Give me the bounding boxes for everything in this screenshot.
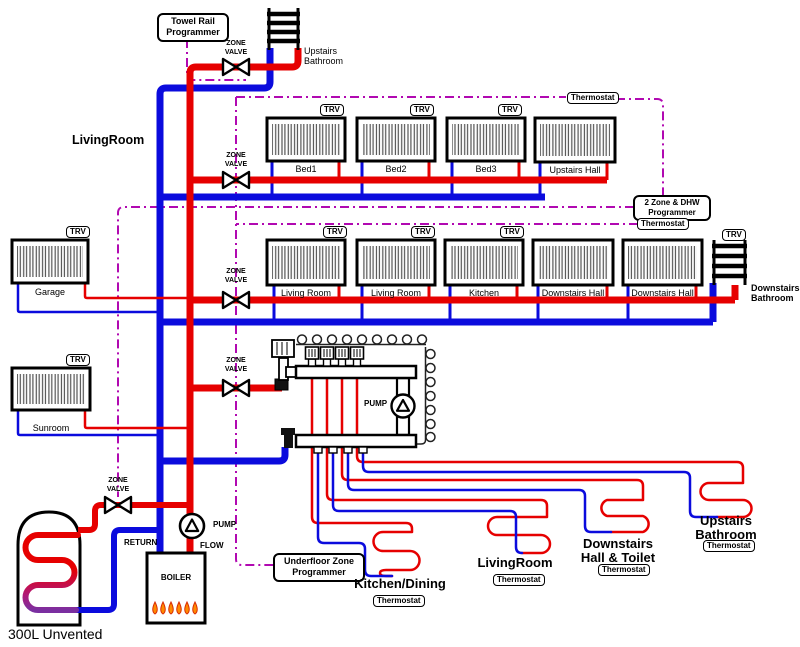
radiator-label-downstairs-hall-2: Downstairs Hall <box>631 288 694 298</box>
label-primary-pump: PUMP <box>213 520 237 529</box>
underfloor-loop-livingroom <box>325 376 552 555</box>
radiator-label-kitchen: Kitchen <box>468 288 500 298</box>
radiators <box>10 8 747 412</box>
towel-rail-programmer-box: Towel Rail Programmer <box>157 13 229 42</box>
radiator-label-bed2: Bed2 <box>385 164 407 174</box>
underfloor-manifold <box>271 334 436 454</box>
label-uf-upstairs-bathroom: Upstairs Bathroom <box>695 513 757 542</box>
trv-living-room-1: TRV <box>323 226 347 239</box>
trv-kitchen: TRV <box>500 226 524 239</box>
boiler <box>145 551 207 625</box>
zone-valve-underfloor-icon <box>221 378 251 398</box>
underfloor-zone-programmer-box: Underfloor Zone Programmer <box>273 553 365 582</box>
underfloor-pump-icon <box>390 393 416 419</box>
radiator-living-room-2 <box>355 238 437 287</box>
zone-valve-label-towel-rail: ZONE VALVE <box>224 40 248 56</box>
burner-flames-icon <box>152 600 198 615</box>
manifold-flow-bar <box>294 364 418 380</box>
zone-valve-label-cylinder: ZONE VALVE <box>106 477 130 493</box>
label-flow: FLOW <box>200 541 224 550</box>
downstairs-thermostat-box: Thermostat <box>637 218 689 231</box>
trv-living-room-2: TRV <box>411 226 435 239</box>
uf-thermostat-upstairs-bathroom: Thermostat <box>703 540 755 553</box>
zone-valve-label-underfloor: ZONE VALVE <box>224 357 248 373</box>
trv-garage: TRV <box>66 226 90 239</box>
underfloor-loop-kitchen <box>310 376 421 578</box>
hot-water-cylinder <box>16 510 82 627</box>
radiator-label-downstairs-hall-1: Downstairs Hall <box>541 288 605 298</box>
radiator-label-sunroom: Sunroom <box>32 423 70 433</box>
zone-valve-label-downstairs: ZONE VALVE <box>224 268 248 284</box>
radiator-sunroom <box>10 366 92 412</box>
trv-bed1: TRV <box>320 104 344 117</box>
manifold-return-bar <box>294 433 418 449</box>
radiator-garage <box>10 238 90 285</box>
trv-downstairs-bathroom: TRV <box>722 229 746 242</box>
manifold-return-valve <box>281 428 295 448</box>
underfloor-loop-upstairs-bathroom <box>355 376 753 519</box>
label-livingroom-zone: LivingRoom <box>72 133 145 147</box>
uf-thermostat-livingroom: Thermostat <box>493 574 545 587</box>
radiator-downstairs-hall-2 <box>621 238 704 287</box>
underfloor-loop-downstairs-hall <box>340 376 650 534</box>
label-return: RETURN <box>124 538 158 547</box>
uf-thermostat-downstairs-hall: Thermostat <box>598 564 650 577</box>
radiator-label-bed1: Bed1 <box>295 164 317 174</box>
label-underfloor-pump: PUMP <box>364 399 388 408</box>
label-uf-downstairs-hall-toilet: Downstairs Hall & Toilet <box>580 536 656 565</box>
radiator-kitchen <box>443 238 525 287</box>
radiator-label-garage: Garage <box>34 287 66 297</box>
label-boiler: BOILER <box>160 573 192 582</box>
trv-bed2: TRV <box>410 104 434 117</box>
cylinder-coil <box>22 532 81 613</box>
trv-sunroom: TRV <box>66 354 90 367</box>
radiator-living-room-1 <box>265 238 347 287</box>
uf-thermostat-kitchen: Thermostat <box>373 595 425 608</box>
underfloor-circuits <box>310 376 753 578</box>
upstairs-thermostat-box: Thermostat <box>567 92 619 105</box>
label-upstairs-bathroom-rail: Upstairs Bathroom <box>304 46 344 67</box>
radiator-label-living-room-2: Living Room <box>370 288 422 298</box>
radiator-downstairs-hall-1 <box>531 238 615 287</box>
zone-valves <box>103 57 251 515</box>
radiator-bed3 <box>445 116 527 163</box>
towel-rail-upstairs-bathroom <box>267 8 300 50</box>
manifold-actuators <box>304 346 365 367</box>
label-uf-kitchen-dining: Kitchen/Dining <box>354 576 446 591</box>
trv-bed3: TRV <box>498 104 522 117</box>
zone-valve-upstairs-icon <box>221 170 251 190</box>
radiator-upstairs-hall <box>533 116 617 164</box>
zone-valve-towel-rail-icon <box>221 57 251 77</box>
radiator-bed2 <box>355 116 437 163</box>
radiator-label-upstairs-hall: Upstairs Hall <box>549 165 601 175</box>
primary-pump-icon <box>178 512 206 540</box>
label-uf-livingroom: LivingRoom <box>477 555 553 570</box>
label-cylinder: 300L Unvented <box>8 626 103 642</box>
label-downstairs-bathroom-rail: Downstairs Bathroom <box>751 283 800 304</box>
radiator-bed1 <box>265 116 347 163</box>
towel-rail-downstairs-bathroom <box>712 240 747 285</box>
zone-valve-cylinder-icon <box>103 495 133 515</box>
zone-valve-downstairs-icon <box>221 290 251 310</box>
manifold-flow-valve <box>271 339 299 391</box>
radiator-label-living-room-1: Living Room <box>280 288 332 298</box>
radiator-label-bed3: Bed3 <box>475 164 497 174</box>
zone-valve-label-upstairs: ZONE VALVE <box>224 152 248 168</box>
